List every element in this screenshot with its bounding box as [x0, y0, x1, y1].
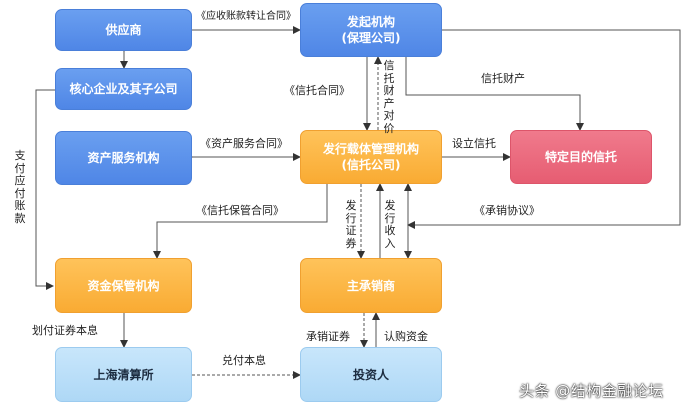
label-trust-contract: 《信托合同》 [284, 84, 350, 97]
node-supplier: 供应商 [55, 9, 192, 51]
label-set-up-trust: 设立信托 [452, 137, 496, 150]
node-custodian-label: 资金保管机构 [87, 278, 160, 293]
label-pay-payables: 支付应付账款 [14, 149, 26, 225]
label-custody-contract: 《信托保管合同》 [196, 204, 284, 217]
node-clearing-house-label: 上海清算所 [93, 367, 154, 382]
node-issuer: 发行载体管理机构 (信托公司) [300, 130, 442, 184]
label-receivable-transfer: 《应收账款转让合同》 [196, 11, 296, 22]
node-supplier-label: 供应商 [105, 23, 142, 37]
label-transfer-principal: 划付证券本息 [32, 324, 98, 337]
arrow-custody-contract [153, 184, 328, 259]
node-spv-trust-label: 特定目的信托 [544, 150, 617, 164]
node-asset-service-label: 资产服务机构 [87, 151, 160, 165]
node-investor: 投资人 [300, 347, 442, 402]
arrow-underwriting-agreement [407, 29, 681, 229]
label-issue-securities: 发行证券 [345, 199, 357, 250]
arrow-pay-payables [35, 89, 55, 290]
node-core-enterprise: 核心企业及其子公司 [55, 68, 192, 110]
node-core-enterprise-label: 核心企业及其子公司 [69, 82, 178, 96]
node-issuer-label-2: (信托公司) [341, 158, 401, 172]
label-cash-principal: 兑付本息 [222, 354, 266, 367]
node-issuer-label-1: 发行载体管理机构 [322, 142, 419, 156]
node-investor-label: 投资人 [352, 367, 389, 382]
node-clearing-house: 上海清算所 [55, 347, 192, 402]
node-originator: 发起机构 (保理公司) [300, 3, 442, 57]
node-underwriter-label: 主承销商 [346, 278, 395, 293]
node-underwriter: 主承销商 [300, 258, 442, 313]
label-trust-property: 信托财产 [481, 72, 525, 85]
node-asset-service: 资产服务机构 [55, 131, 192, 185]
label-underwrite-securities: 承销证券 [306, 330, 350, 343]
arrow-trust-property [405, 57, 584, 131]
label-issue-income: 发行收入 [384, 199, 396, 250]
watermark: 头条 @结构金融论坛 [519, 382, 664, 400]
label-subscribe-funds: 认购资金 [384, 330, 428, 343]
node-originator-label-1: 发起机构 [346, 15, 395, 29]
label-asset-service-contract: 《资产服务合同》 [200, 137, 288, 150]
label-underwriting-agreement: 《承销协议》 [474, 204, 540, 217]
node-originator-label-2: (保理公司) [341, 31, 401, 45]
label-trust-consideration: 信托财产对价 [383, 59, 395, 135]
node-custodian: 资金保管机构 [55, 258, 192, 313]
node-spv-trust: 特定目的信托 [510, 130, 652, 184]
